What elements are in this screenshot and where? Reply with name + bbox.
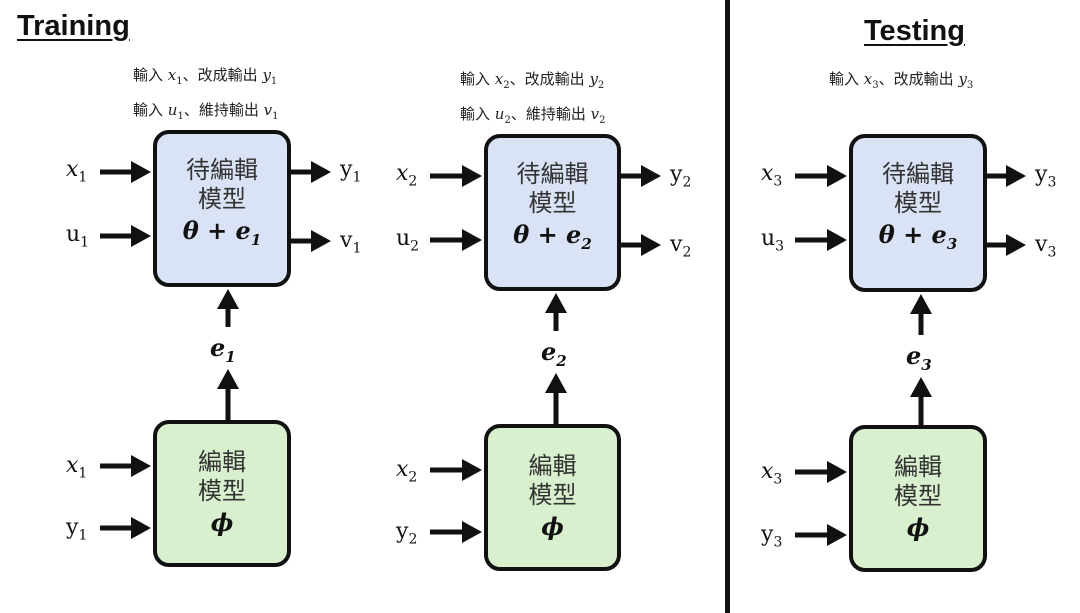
editor-model-param: ϕ xyxy=(906,513,930,542)
output-label-y2: y2 xyxy=(670,162,692,191)
editor-input-label-x3: x3 xyxy=(761,459,783,488)
input-label-x2: x2 xyxy=(396,161,418,190)
target-model-param: θ + e1 xyxy=(182,216,262,249)
target-model-name-line2: 模型 xyxy=(528,189,577,217)
caption-col2-line1: 輸入 x2、改成輸出 y2 xyxy=(460,70,605,91)
input-label-u3: u3 xyxy=(761,226,785,255)
input-label-u1: u1 xyxy=(66,222,90,251)
caption-col3-line1: 輸入 x3、改成輸出 y3 xyxy=(829,70,974,91)
edit-vector-e1: e1 xyxy=(210,333,236,366)
arrow-target-to-output-v-2 xyxy=(621,234,661,256)
training-title: Training xyxy=(17,10,130,42)
editor-input-label-y3: y3 xyxy=(761,522,783,551)
arrow-editor-to-e-2 xyxy=(545,373,567,424)
arrow-input-x-to-target-1 xyxy=(100,161,151,183)
arrow-input-y-to-editor-1 xyxy=(100,517,151,539)
target-model-param: θ + e3 xyxy=(878,220,958,253)
edit-vector-e2: e2 xyxy=(541,337,567,370)
target-model-name-line2: 模型 xyxy=(198,185,246,213)
arrow-input-x-to-target-3 xyxy=(795,165,847,187)
editor-model-name-line1: 編輯 xyxy=(528,452,577,480)
edit-vector-e3: e3 xyxy=(906,341,932,374)
caption-col2-line2: 輸入 u2、維持輸出 v2 xyxy=(460,105,606,126)
arrow-target-to-output-v-3 xyxy=(987,234,1026,256)
output-label-y3: y3 xyxy=(1035,162,1057,191)
target-model-name-line1: 待編輯 xyxy=(186,156,258,184)
editor-model-param: ϕ xyxy=(210,508,234,537)
arrow-editor-to-e-1 xyxy=(217,369,239,420)
target-model-name-line1: 待編輯 xyxy=(882,160,954,188)
arrow-editor-to-e-3 xyxy=(910,377,932,425)
output-label-v2: v2 xyxy=(670,232,692,261)
arrow-input-u-to-target-1 xyxy=(100,225,151,247)
editor-model-box-1: 編輯 模型 ϕ xyxy=(153,420,291,567)
arrow-e-to-target-1 xyxy=(217,289,239,327)
arrow-target-to-output-y-1 xyxy=(291,161,331,183)
target-model-box-1: 待編輯 模型 θ + e1 xyxy=(153,130,291,287)
caption-col1-line2: 輸入 u1、維持輸出 v1 xyxy=(133,101,279,122)
arrow-input-x-to-editor-3 xyxy=(795,461,847,483)
caption-col1-line1: 輸入 x1、改成輸出 y1 xyxy=(133,66,278,87)
target-model-name-line1: 待編輯 xyxy=(516,160,589,188)
testing-title: Testing xyxy=(864,15,965,47)
editor-model-param: ϕ xyxy=(541,512,564,541)
target-model-box-3: 待編輯 模型 θ + e3 xyxy=(849,134,987,292)
editor-input-label-y1: y1 xyxy=(66,515,88,544)
editor-model-name-line2: 模型 xyxy=(894,482,942,510)
arrow-input-u-to-target-3 xyxy=(795,229,847,251)
target-model-box-2: 待編輯 模型 θ + e2 xyxy=(484,134,621,291)
arrow-input-y-to-editor-3 xyxy=(795,524,847,546)
target-model-param: θ + e2 xyxy=(513,220,592,253)
editor-model-name-line2: 模型 xyxy=(198,477,246,505)
editor-model-name-line1: 編輯 xyxy=(894,453,942,481)
output-label-v3: v3 xyxy=(1035,232,1057,261)
output-label-y1: y1 xyxy=(340,157,362,186)
editor-model-name-line1: 編輯 xyxy=(198,448,246,476)
editor-input-label-y2: y2 xyxy=(396,519,418,548)
editor-model-box-3: 編輯 模型 ϕ xyxy=(849,425,987,572)
editor-model-box-2: 編輯 模型 ϕ xyxy=(484,424,621,571)
input-label-x1: x1 xyxy=(66,157,88,186)
arrow-target-to-output-y-2 xyxy=(621,165,661,187)
arrow-input-x-to-editor-2 xyxy=(430,459,482,481)
arrow-e-to-target-2 xyxy=(545,293,567,331)
arrow-input-u-to-target-2 xyxy=(430,229,482,251)
output-label-v1: v1 xyxy=(340,228,362,257)
arrow-input-x-to-editor-1 xyxy=(100,455,151,477)
arrow-target-to-output-v-1 xyxy=(291,230,331,252)
arrow-input-x-to-target-2 xyxy=(430,165,482,187)
editor-model-name-line2: 模型 xyxy=(528,481,577,509)
arrow-input-y-to-editor-2 xyxy=(430,521,482,543)
target-model-name-line2: 模型 xyxy=(894,189,942,217)
arrow-target-to-output-y-3 xyxy=(987,165,1026,187)
editor-input-label-x2: x2 xyxy=(396,457,418,486)
arrow-e-to-target-3 xyxy=(910,294,932,335)
input-label-u2: u2 xyxy=(396,226,420,255)
input-label-x3: x3 xyxy=(761,161,783,190)
section-divider xyxy=(725,0,730,613)
editor-input-label-x1: x1 xyxy=(66,453,88,482)
